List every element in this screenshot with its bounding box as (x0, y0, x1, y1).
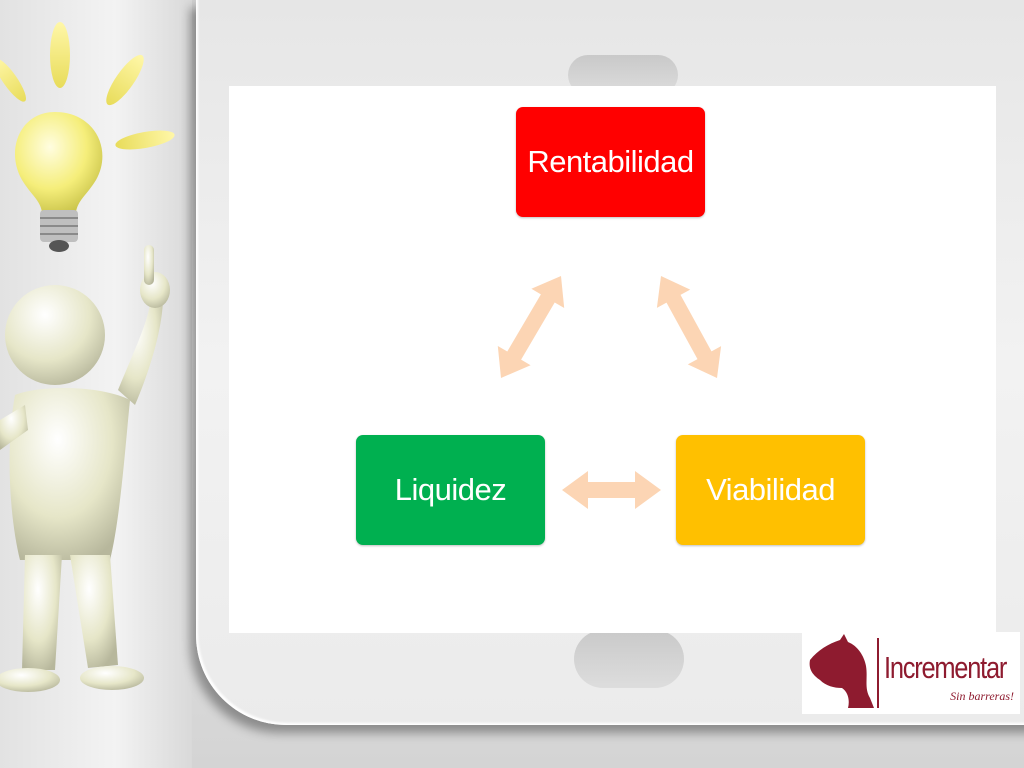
arrow-rentabilidad-viabilidad (656, 276, 722, 378)
logo-divider (877, 638, 879, 708)
logo-name: Incrementar (884, 650, 1007, 685)
pointing-figure-icon (0, 245, 170, 692)
node-viabilidad-label: Viabilidad (706, 472, 835, 507)
logo-tagline: Sin barreras! (950, 689, 1014, 703)
incrementar-logo: Incrementar Sin barreras! (802, 632, 1020, 714)
arrows-layer (497, 276, 722, 509)
node-viabilidad: Viabilidad (676, 435, 865, 545)
lightbulb-icon (0, 22, 175, 252)
node-rentabilidad-label: Rentabilidad (527, 144, 694, 179)
diagram-slide: Rentabilidad Liquidez Viabilidad (229, 86, 996, 633)
illustration (0, 22, 175, 692)
node-liquidez-label: Liquidez (394, 472, 507, 507)
arrow-liquidez-viabilidad (562, 471, 661, 509)
node-rentabilidad: Rentabilidad (516, 107, 705, 217)
panel-bottom-handle (574, 630, 684, 688)
node-liquidez: Liquidez (356, 435, 545, 545)
horse-head-icon (809, 634, 874, 708)
arrow-rentabilidad-liquidez (497, 276, 565, 378)
